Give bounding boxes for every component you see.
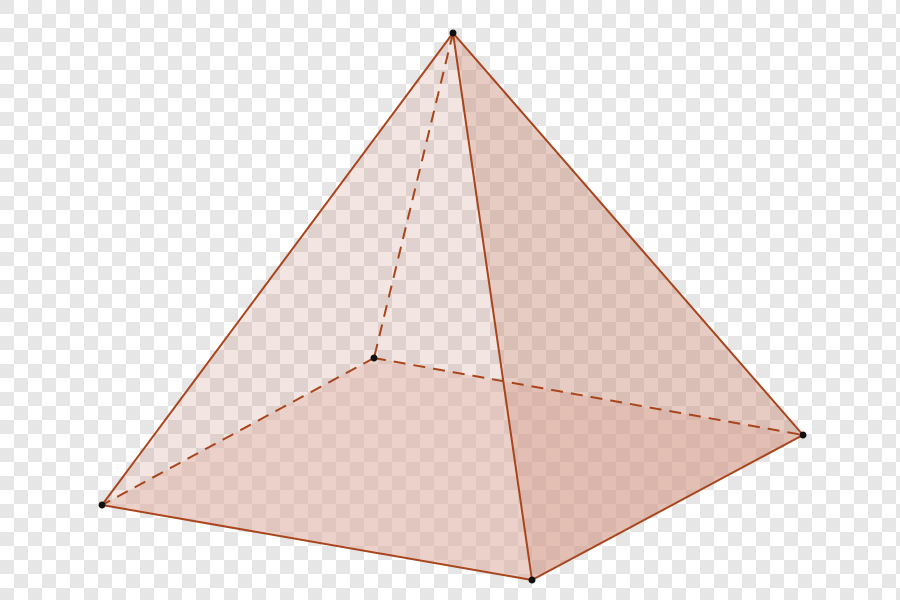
base-face: [102, 358, 803, 580]
right-face: [453, 33, 803, 580]
vertex-apex: [449, 29, 457, 37]
hidden-edge-back-left-back-right: [373, 357, 804, 436]
edge-apex-front-left: [101, 32, 454, 506]
vertex-base-front-right: [528, 576, 536, 584]
hidden-edge-apex-back-left: [373, 32, 454, 359]
vertex-base-back-right: [799, 431, 807, 439]
vertex-base-front-left: [98, 501, 106, 509]
edge-front-right-back-right: [531, 434, 804, 581]
edge-apex-back-right: [452, 32, 804, 436]
front-face: [102, 33, 532, 580]
edge-front-left-front-right: [101, 504, 533, 581]
edge-apex-front-right: [452, 32, 533, 581]
vertex-base-back-left: [370, 354, 378, 362]
hidden-edge-back-left-front-left: [101, 357, 375, 506]
